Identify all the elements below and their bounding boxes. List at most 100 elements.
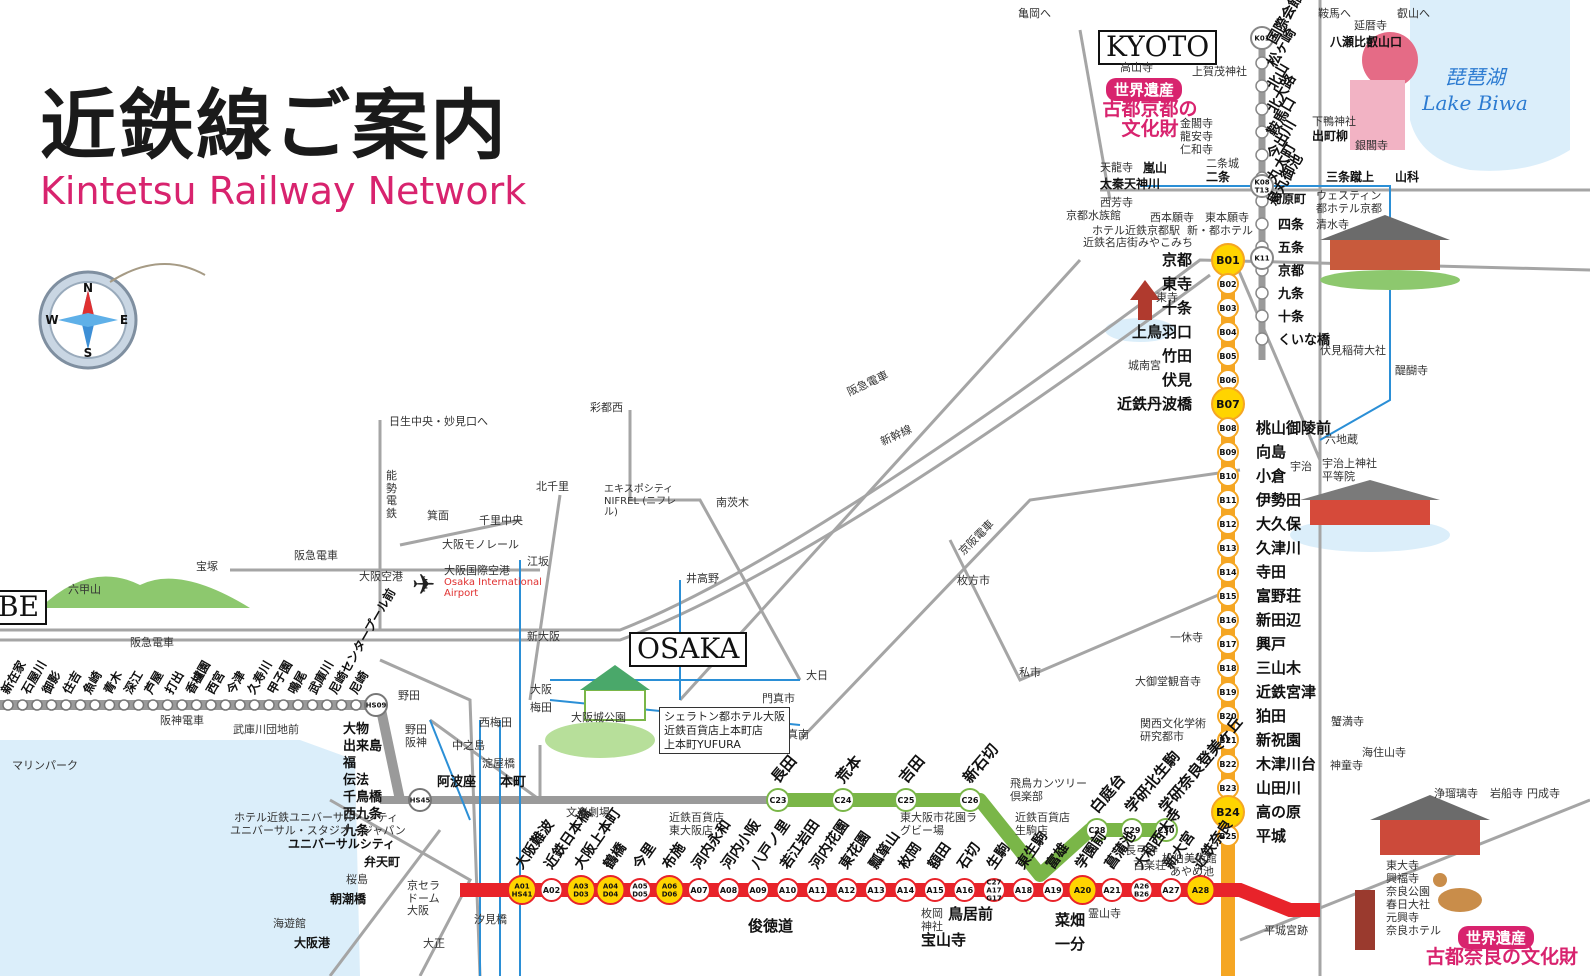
station-a09[interactable]: A09: [746, 878, 770, 902]
station-b04[interactable]: B04: [1217, 321, 1239, 343]
station-a21[interactable]: A21: [1100, 878, 1124, 902]
station-c25[interactable]: C25: [894, 788, 918, 812]
hanshin-station-dot[interactable]: [321, 699, 333, 711]
hanshin-station-dot[interactable]: [335, 699, 348, 711]
hanshin-station-dot[interactable]: [147, 699, 159, 711]
kyoto-subway-station-name: 九条: [1277, 286, 1305, 302]
hanshin-station-dot[interactable]: [190, 699, 203, 711]
station-hs09[interactable]: HS09: [364, 693, 388, 717]
station-b03[interactable]: B03: [1217, 297, 1239, 319]
station-b05[interactable]: B05: [1217, 345, 1239, 367]
kyoto-subway-dot[interactable]: [1255, 148, 1269, 162]
station-b15[interactable]: B15: [1217, 585, 1239, 607]
hanshin-station-name: 大物: [343, 721, 369, 737]
station-c24[interactable]: C24: [831, 788, 855, 812]
station-b07[interactable]: B07: [1211, 387, 1245, 421]
station-a20[interactable]: A20: [1067, 875, 1098, 905]
station-b11[interactable]: B11: [1217, 489, 1239, 511]
hanshin-station-dot[interactable]: [248, 699, 261, 711]
label-kaijusenji: 海住山寺: [1362, 746, 1406, 759]
station-b01[interactable]: B01: [1211, 243, 1245, 277]
city-label-kyoto: KYOTO: [1098, 30, 1218, 65]
station-b02[interactable]: B02: [1217, 273, 1239, 295]
station-c23[interactable]: C23: [766, 788, 790, 812]
station-a10[interactable]: A10: [775, 878, 800, 902]
station-b13[interactable]: B13: [1217, 537, 1239, 559]
station-c28[interactable]: C28: [1085, 818, 1109, 842]
kyoto-subway-dot[interactable]: [1255, 79, 1269, 93]
hanshin-station-dot[interactable]: [118, 699, 130, 711]
station-b10[interactable]: B10: [1217, 465, 1239, 487]
station-a16[interactable]: A16: [952, 878, 977, 902]
hanshin-station-dot[interactable]: [103, 699, 116, 711]
station-k01[interactable]: K01: [1250, 26, 1274, 50]
hanshin-station-dot[interactable]: [263, 699, 275, 711]
station-b17[interactable]: B17: [1217, 633, 1239, 655]
station-a28[interactable]: A28: [1185, 875, 1216, 905]
station-b21[interactable]: B21: [1217, 729, 1239, 751]
station-a11[interactable]: A11: [805, 878, 829, 902]
hanshin-station-dot[interactable]: [176, 699, 188, 711]
station-a08[interactable]: A08: [716, 878, 741, 902]
station-b20[interactable]: B20: [1217, 705, 1239, 727]
station-a12[interactable]: A12: [834, 878, 859, 902]
hanshin-station-dot[interactable]: [31, 699, 43, 711]
station-a13[interactable]: A13: [864, 878, 888, 902]
hanshin-station-dot[interactable]: [60, 699, 72, 711]
station-b19[interactable]: B19: [1217, 681, 1239, 703]
hanshin-station-dot[interactable]: [2, 699, 14, 711]
kyoto-subway-dot[interactable]: [1255, 56, 1269, 70]
kyoto-subway-dot[interactable]: [1255, 286, 1269, 300]
kyoto-subway-dot[interactable]: [1255, 332, 1269, 346]
hanshin-station-dot[interactable]: [45, 699, 58, 711]
kyoto-subway-dot[interactable]: [1255, 309, 1269, 323]
station-b06[interactable]: B06: [1217, 369, 1239, 391]
label-kinkaku: 金閣寺: [1180, 117, 1213, 130]
hanshin-station-dot[interactable]: [306, 699, 319, 711]
station-a18[interactable]: A18: [1011, 878, 1036, 902]
station-c26[interactable]: C26: [958, 788, 982, 812]
station-c30[interactable]: C30: [1154, 818, 1178, 842]
station-a02[interactable]: A02: [539, 878, 564, 902]
station-a15[interactable]: A15: [923, 878, 947, 902]
hanshin-station-name: 西九条: [343, 806, 383, 822]
station-a19[interactable]: A19: [1041, 878, 1065, 902]
hanshin-station-dot[interactable]: [132, 699, 145, 711]
station-b08[interactable]: B08: [1217, 417, 1239, 439]
hanshin-station-dot[interactable]: [74, 699, 87, 711]
hanshin-station-dot[interactable]: [350, 699, 362, 711]
station-b16[interactable]: B16: [1217, 609, 1239, 631]
station-b09[interactable]: B09: [1217, 441, 1239, 463]
station-b12[interactable]: B12: [1217, 513, 1239, 535]
station-a07[interactable]: A07: [687, 878, 711, 902]
kyoto-subway-dot[interactable]: [1255, 102, 1269, 116]
hanshin-station-dot[interactable]: [292, 699, 304, 711]
station-b18[interactable]: B18: [1217, 657, 1239, 679]
station-a14[interactable]: A14: [893, 878, 918, 902]
hanshin-station-dot[interactable]: [205, 699, 217, 711]
hanshin-station-dot[interactable]: [277, 699, 290, 711]
kyoto-station-name: 小倉: [1256, 467, 1287, 485]
station-a27[interactable]: A27: [1159, 878, 1183, 902]
hanshin-station-dot[interactable]: [16, 699, 29, 711]
hanshin-station-dot[interactable]: [161, 699, 174, 711]
kyoto-subway-dot[interactable]: [1255, 125, 1269, 139]
station-b25[interactable]: B25: [1217, 825, 1239, 847]
station-b14[interactable]: B14: [1217, 561, 1239, 583]
station-k11[interactable]: K11: [1250, 246, 1274, 270]
station-hs45[interactable]: HS45: [408, 788, 432, 812]
station-c29[interactable]: C29: [1120, 818, 1144, 842]
hanshin-station-dot[interactable]: [219, 699, 232, 711]
station-b22[interactable]: B22: [1217, 753, 1239, 775]
kyoto-subway-dot[interactable]: [1255, 217, 1269, 231]
hanshin-station-dot[interactable]: [234, 699, 246, 711]
hanshin-station-dot[interactable]: [89, 699, 101, 711]
